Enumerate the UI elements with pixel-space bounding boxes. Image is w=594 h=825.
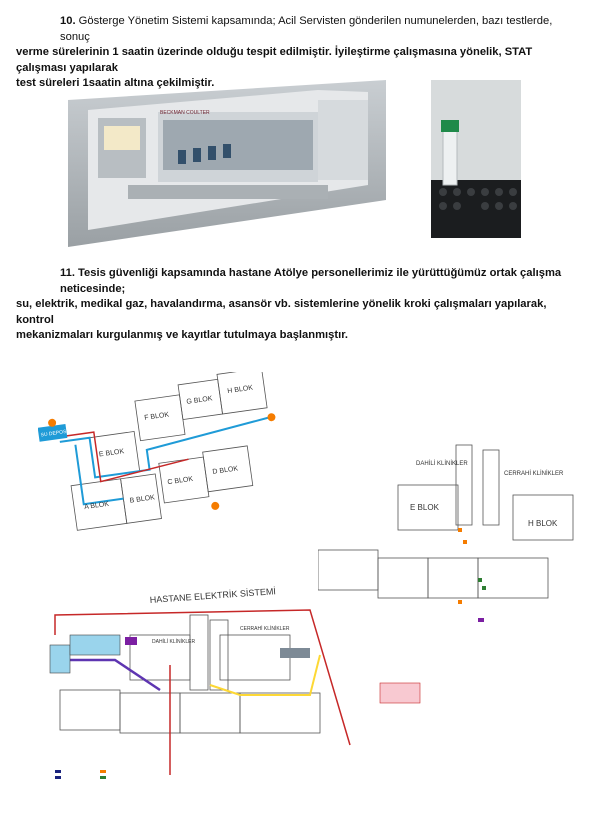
water-system-plan: SU DEPOSU E BLOK F BLOK G BLOK H BLOK A …: [38, 372, 298, 542]
section-11-text: 11. Tesis güvenliği kapsamında hastane A…: [16, 266, 578, 344]
plan1-block-a: A BLOK: [84, 501, 110, 511]
plan1-block-b: B BLOK: [129, 494, 155, 504]
plan1-block-f: F BLOK: [144, 411, 170, 421]
plan1-block-d: D BLOK: [212, 465, 239, 476]
plan2-label-cerrahi: CERRAHİ KLİNİKLER: [504, 470, 564, 477]
section-10-text: 10. Gösterge Yönetim Sistemi kapsamında;…: [16, 14, 578, 92]
plan2-block-e: E BLOK: [410, 503, 440, 512]
electrical-plan-title: HASTANE ELEKTRİK SİSTEMİ: [149, 586, 276, 605]
plan1-block-e: E BLOK: [99, 448, 125, 458]
sample-tube-photo: [431, 80, 521, 238]
water-tank-tag: SU DEPOSU: [40, 428, 70, 438]
section-11-line1: Tesis güvenliği kapsamında hastane Atöly…: [60, 267, 562, 295]
section-10-line1: Gösterge Yönetim Sistemi kapsamında; Aci…: [60, 15, 553, 43]
analyzer-brand-label: BECKMAN COULTER: [160, 110, 210, 116]
section-10-line2: verme sürelerinin 1 saatin üzerinde oldu…: [16, 46, 533, 74]
section-10-line3: test süreleri 1saatin altına çekilmiştir…: [16, 77, 215, 89]
section-11-number: 11.: [60, 267, 75, 279]
plan2-label-dahili: DAHİLİ KLİNİKLER: [416, 460, 468, 467]
plan3-label-dahili: DAHİLİ KLİNİKLER: [152, 638, 195, 645]
plan2-block-h: H BLOK: [528, 519, 558, 528]
medical-gas-plan: DAHİLİ KLİNİKLER CERRAHİ KLİNİKLER E BLO…: [318, 440, 580, 650]
section-10-number: 10.: [60, 15, 76, 27]
plan1-block-h: H BLOK: [227, 385, 254, 396]
plan3-label-cerrahi: CERRAHİ KLİNİKLER: [240, 625, 290, 632]
section-11-line3: mekanizmaları kurgulanmış ve kayıtlar tu…: [16, 329, 349, 341]
plan1-block-g: G BLOK: [186, 395, 213, 406]
section-11-line2: su, elektrik, medikal gaz, havalandırma,…: [16, 298, 547, 326]
plan1-block-c: C BLOK: [167, 476, 194, 487]
electrical-system-plan: HASTANE ELEKTRİK SİSTEMİ DAHİLİ KLİNİKLE…: [40, 575, 430, 797]
lab-analyzer-photo: BECKMAN COULTER: [68, 80, 386, 247]
